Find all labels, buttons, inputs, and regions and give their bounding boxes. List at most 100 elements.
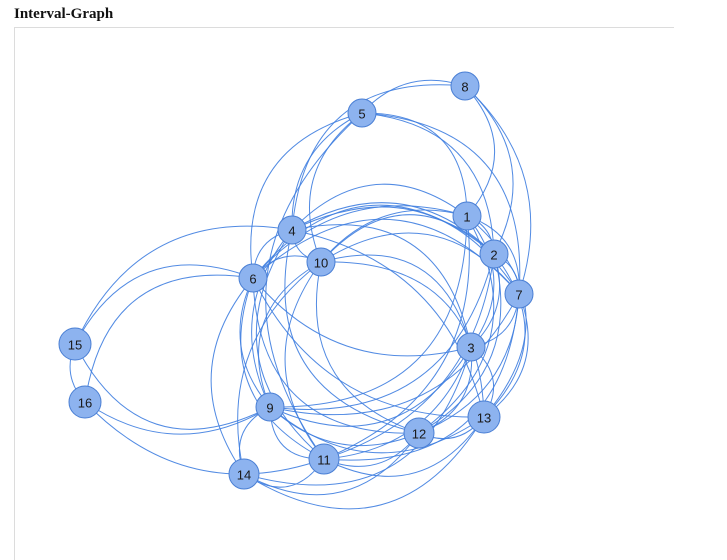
edge-3-9 — [269, 346, 472, 427]
edge-2-4 — [291, 202, 495, 255]
node-3[interactable]: 3 — [456, 332, 486, 362]
edge-3-6 — [252, 277, 472, 357]
edge-11-13 — [323, 416, 485, 477]
node-circle[interactable] — [450, 71, 480, 101]
edge-10-14 — [237, 261, 322, 475]
edge-12-14 — [243, 432, 420, 496]
edge-9-15 — [74, 343, 271, 430]
edge-7-10 — [320, 232, 520, 295]
edge-6-11 — [240, 277, 325, 460]
edge-10-11 — [284, 261, 325, 460]
node-circle[interactable] — [467, 400, 501, 434]
edge-5-10 — [309, 112, 363, 263]
node-label: 14 — [237, 468, 251, 483]
node-circle[interactable] — [58, 327, 92, 361]
node-label: 9 — [266, 401, 273, 416]
edge-1-5 — [361, 112, 468, 217]
edge-4-11 — [255, 229, 325, 460]
edge-5-6 — [250, 112, 363, 279]
edge-6-15 — [74, 264, 254, 345]
edge-1-4 — [291, 183, 468, 231]
node-label: 7 — [515, 288, 522, 303]
edge-4-9 — [251, 229, 293, 408]
node-1[interactable]: 1 — [452, 201, 482, 231]
graph-panel — [14, 27, 674, 560]
edge-6-13 — [252, 277, 485, 418]
node-2[interactable]: 2 — [479, 239, 509, 269]
node-circle[interactable] — [504, 279, 534, 309]
edge-13-14 — [243, 416, 485, 510]
edge-9-13 — [269, 406, 485, 454]
node-circle[interactable] — [452, 201, 482, 231]
node-label: 12 — [412, 427, 426, 442]
node-5[interactable]: 5 — [347, 98, 377, 128]
node-circle[interactable] — [308, 443, 340, 475]
node-label: 4 — [288, 224, 295, 239]
node-label: 6 — [249, 272, 256, 287]
graph-title: Interval-Graph — [14, 6, 114, 22]
edge-1-6 — [252, 205, 468, 279]
node-6[interactable]: 6 — [238, 263, 268, 293]
node-circle[interactable] — [255, 392, 285, 422]
node-16[interactable]: 16 — [68, 385, 102, 419]
node-circle[interactable] — [238, 263, 268, 293]
edge-7-8 — [464, 85, 532, 295]
edge-2-9 — [269, 253, 495, 410]
node-10[interactable]: 10 — [306, 247, 336, 277]
node-circle[interactable] — [347, 98, 377, 128]
edge-6-12 — [252, 277, 420, 434]
edge-1-11 — [323, 215, 470, 460]
edge-9-16 — [84, 401, 271, 435]
node-label: 2 — [490, 248, 497, 263]
node-11[interactable]: 11 — [308, 443, 340, 475]
edge-10-13 — [320, 261, 485, 418]
node-label: 5 — [358, 107, 365, 122]
node-circle[interactable] — [456, 332, 486, 362]
edge-6-16 — [84, 274, 254, 403]
node-13[interactable]: 13 — [467, 400, 501, 434]
edge-2-12 — [418, 253, 502, 434]
node-circle[interactable] — [277, 215, 307, 245]
node-8[interactable]: 8 — [450, 71, 480, 101]
edge-3-4 — [291, 224, 472, 348]
edge-5-7 — [361, 112, 521, 295]
node-label: 16 — [78, 396, 92, 411]
edge-6-14 — [210, 277, 254, 475]
edge-1-9 — [269, 215, 468, 408]
edges-layer — [69, 79, 532, 510]
node-label: 15 — [68, 338, 82, 353]
node-circle[interactable] — [68, 385, 102, 419]
edge-4-12 — [284, 229, 420, 434]
node-circle[interactable] — [228, 458, 260, 490]
edge-2-10 — [320, 214, 495, 263]
node-circle[interactable] — [479, 239, 509, 269]
node-circle[interactable] — [403, 417, 435, 449]
edge-1-8 — [464, 85, 496, 217]
node-12[interactable]: 12 — [403, 417, 435, 449]
edge-9-10 — [258, 261, 322, 408]
edge-4-8 — [291, 84, 466, 231]
node-15[interactable]: 15 — [58, 327, 92, 361]
edge-3-10 — [320, 254, 472, 348]
edge-1-3 — [466, 215, 495, 348]
node-circle[interactable] — [306, 247, 336, 277]
node-14[interactable]: 14 — [228, 458, 260, 490]
node-4[interactable]: 4 — [277, 215, 307, 245]
edge-4-13 — [291, 229, 485, 418]
node-7[interactable]: 7 — [504, 279, 534, 309]
node-9[interactable]: 9 — [255, 392, 285, 422]
node-label: 8 — [461, 80, 468, 95]
edge-7-12 — [418, 293, 520, 434]
node-label: 3 — [467, 341, 474, 356]
edge-7-9 — [269, 293, 520, 416]
edge-4-15 — [74, 225, 293, 345]
node-label: 11 — [317, 453, 331, 468]
edge-3-14 — [243, 346, 472, 486]
edge-1-10 — [320, 209, 468, 263]
edge-10-12 — [315, 261, 420, 434]
node-label: 10 — [314, 256, 328, 271]
edge-2-13 — [483, 253, 526, 418]
node-label: 13 — [477, 411, 491, 426]
